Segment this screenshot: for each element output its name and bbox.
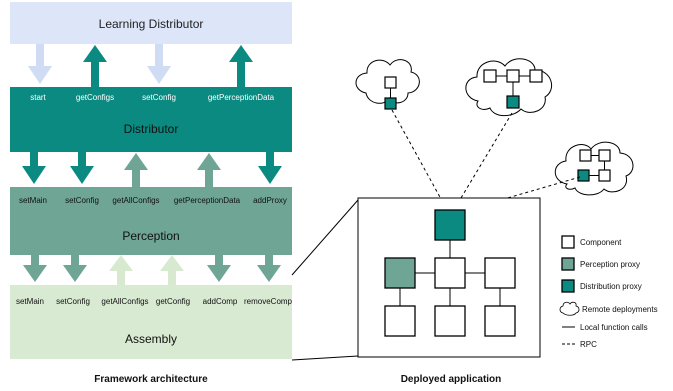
- distributor-method-getperceptiondata: getPerceptionData: [208, 93, 275, 102]
- arrow-start: [28, 44, 52, 84]
- distributor-title: Distributor: [124, 122, 179, 136]
- component-node: [484, 257, 516, 289]
- distributor-method-getconfigs: getConfigs: [76, 93, 114, 102]
- arrow-getallconfigs-up: [124, 153, 148, 187]
- arrow-assembly-setconfig-down: [63, 255, 87, 282]
- arrow-setconfig: [147, 44, 171, 84]
- legend-rpc-label: RPC: [580, 340, 597, 349]
- perception-block: [10, 187, 292, 255]
- arrow-assembly-getconfig-up: [160, 255, 184, 285]
- legend-distribution-proxy-label: Distribution proxy: [580, 282, 642, 291]
- framework-caption: Framework architecture: [94, 374, 208, 385]
- legend-perception-proxy-swatch: [561, 257, 575, 271]
- assembly-title: Assembly: [125, 332, 177, 346]
- component-node: [384, 305, 416, 337]
- arrow-assembly-addcomp-down: [207, 255, 231, 282]
- arrow-assembly-removecomp-down: [257, 255, 281, 282]
- component-node: [434, 257, 466, 289]
- perception-method-addproxy: addProxy: [253, 196, 287, 205]
- legend-perception-proxy-label: Perception proxy: [580, 260, 640, 269]
- remote-deployment-cloud-2: [465, 58, 553, 117]
- learning-distributor-label: Learning Distributor: [99, 17, 204, 31]
- arrow-setconfig-down: [70, 152, 94, 184]
- arrow-getperceptiondata: [229, 45, 253, 87]
- perception-proxy-node: [384, 257, 416, 289]
- perception-method-setconfig: setConfig: [65, 196, 99, 205]
- distribution-proxy-node: [434, 209, 466, 241]
- legend-cloud-icon: [559, 301, 580, 316]
- distributor-method-start: start: [30, 93, 46, 102]
- perception-method-getallconfigs: getAllConfigs: [112, 196, 159, 205]
- remote-deployment-cloud-3: [554, 141, 634, 196]
- arrow-assembly-getallconfigs-up: [109, 255, 133, 285]
- assembly-method-removecomp: removeComp: [244, 297, 293, 306]
- learning-distributor-block: [10, 2, 292, 44]
- remote-deployment-cloud-1: [355, 59, 420, 110]
- arrow-addproxy-down: [258, 152, 282, 184]
- component-node: [434, 305, 466, 337]
- arrow-setmain-down: [22, 152, 46, 184]
- perception-method-setmain: setMain: [19, 196, 47, 205]
- arrow-assembly-setmain-down: [23, 255, 47, 282]
- distributor-block: [10, 87, 292, 152]
- assembly-method-addcomp: addComp: [203, 297, 238, 306]
- legend-distribution-proxy-swatch: [561, 279, 575, 293]
- arrow-getperceptiondata-up: [197, 153, 221, 187]
- rpc-links: [391, 109, 581, 211]
- local-call-links: [399, 240, 501, 306]
- legend-component-swatch: [561, 235, 575, 249]
- distributor-method-setconfig: setConfig: [142, 93, 176, 102]
- deployed-caption: Deployed application: [401, 374, 502, 385]
- arrow-getconfigs: [83, 45, 107, 87]
- assembly-block: [10, 285, 292, 359]
- legend-local-calls-label: Local function calls: [580, 323, 648, 332]
- legend-remote-deployments-label: Remote deployments: [582, 305, 658, 314]
- legend: Component Perception proxy Distribution …: [559, 235, 658, 349]
- legend-component-label: Component: [580, 238, 622, 247]
- perception-title: Perception: [122, 229, 179, 243]
- assembly-method-getallconfigs: getAllConfigs: [101, 297, 148, 306]
- zoom-line-bottom: [291, 355, 359, 361]
- perception-method-getperceptiondata: getPerceptionData: [174, 196, 241, 205]
- assembly-method-setmain: setMain: [16, 297, 44, 306]
- assembly-method-setconfig: setConfig: [56, 297, 90, 306]
- component-node: [484, 305, 516, 337]
- assembly-method-getconfig: getConfig: [156, 297, 190, 306]
- zoom-line-top: [291, 199, 359, 276]
